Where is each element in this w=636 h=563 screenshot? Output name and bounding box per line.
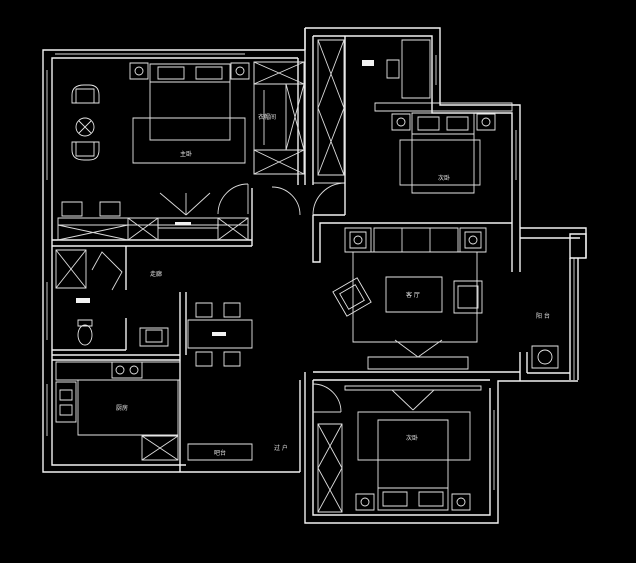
second-bedroom: 次卧 xyxy=(345,36,512,215)
hallway-dining: 走廊 吧台 过 户 xyxy=(150,270,288,472)
toilet xyxy=(78,320,92,326)
nightstand xyxy=(231,63,249,79)
corridor-closet xyxy=(272,40,345,215)
round-table xyxy=(76,118,94,136)
armchair xyxy=(333,278,371,316)
sofa xyxy=(374,228,458,252)
armchair xyxy=(454,281,482,313)
tv-cabinet xyxy=(368,357,468,369)
master-bedroom: 主卧 xyxy=(52,63,252,246)
master-bed xyxy=(150,64,230,140)
room-label: 走廊 xyxy=(150,270,162,278)
coffee-table xyxy=(386,277,442,312)
kitchen: 厨房 xyxy=(52,360,180,460)
room-label: 吧台 xyxy=(214,449,226,457)
living-room: 客 厅 xyxy=(333,228,486,369)
room-label: 衣帽间 xyxy=(258,113,276,121)
room-label: 阳 台 xyxy=(536,312,550,320)
room-label: 次卧 xyxy=(438,174,450,182)
room-label: 主卧 xyxy=(180,150,192,158)
balcony: 阳 台 xyxy=(532,312,558,368)
room-label: 厨房 xyxy=(116,404,128,412)
room-label: 过 户 xyxy=(274,444,288,452)
nightstand xyxy=(130,63,148,79)
stove xyxy=(112,362,142,378)
outer-walls xyxy=(43,28,586,523)
room-label: 次卧 xyxy=(406,434,418,442)
walkin-closet: 衣帽间 xyxy=(254,62,304,174)
armchair xyxy=(72,85,99,103)
counter xyxy=(188,444,252,460)
bed xyxy=(378,420,448,510)
third-bedroom: 次卧 xyxy=(313,384,481,512)
dining-table xyxy=(188,320,252,348)
bathroom xyxy=(52,246,180,355)
sink xyxy=(60,390,72,400)
washing-machine xyxy=(532,346,558,368)
bed xyxy=(412,113,474,193)
kitchen-island xyxy=(78,380,178,435)
room-label: 客 厅 xyxy=(406,291,420,299)
armchair xyxy=(72,142,99,160)
